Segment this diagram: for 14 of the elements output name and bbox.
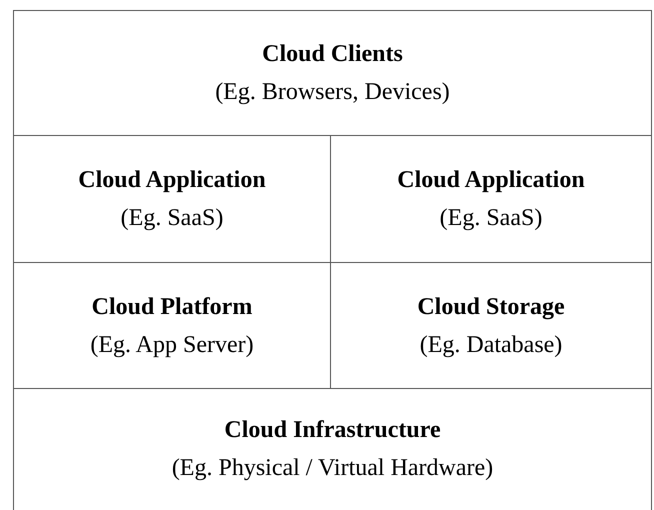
layer-title: Cloud Application	[397, 166, 585, 195]
layer-title: Cloud Infrastructure	[224, 416, 441, 445]
layer-example: (Eg. Physical / Virtual Hardware)	[172, 454, 494, 483]
layer-example: (Eg. Database)	[420, 330, 562, 360]
layer-title: Cloud Application	[78, 166, 266, 195]
layer-box	[13, 388, 652, 510]
layer-title: Cloud Storage	[417, 292, 565, 322]
layer-example: (Eg. SaaS)	[440, 204, 542, 233]
layer-example: (Eg. App Server)	[90, 330, 254, 360]
layer-example: (Eg. SaaS)	[120, 204, 224, 233]
layer-box	[13, 10, 652, 136]
layer-example: (Eg. Browsers, Devices)	[215, 78, 450, 107]
layer-title: Cloud Clients	[262, 40, 403, 69]
layer-title: Cloud Platform	[92, 292, 252, 322]
